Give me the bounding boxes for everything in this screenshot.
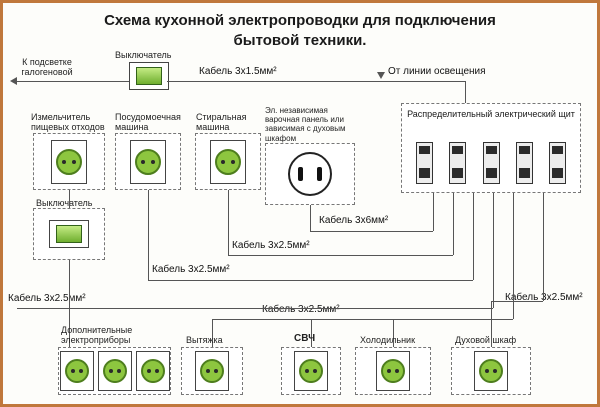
- circuit-breaker-icon: [449, 142, 467, 184]
- power-socket-icon: [59, 351, 94, 391]
- socket-face: [135, 148, 161, 175]
- grinder-label: Измельчитель пищевых отходов: [31, 112, 105, 133]
- hob-socket-icon: [288, 152, 332, 196]
- socket-face: [299, 359, 323, 383]
- wire: [491, 301, 543, 302]
- switch1-label: Выключатель: [115, 50, 172, 60]
- socket-face: [56, 148, 82, 175]
- power-socket-icon: [195, 351, 229, 391]
- hob-label: Эл. независимая варочная панель или зави…: [265, 106, 346, 143]
- diagram-title: Схема кухонной электропроводки для подкл…: [104, 12, 496, 50]
- circuit-breaker-icon: [482, 142, 500, 184]
- wire: [310, 205, 311, 232]
- wire: [228, 190, 229, 255]
- switch-key: [136, 67, 162, 85]
- cable-25-label: Кабель 3х2.5мм²: [8, 293, 86, 304]
- oven-box: [451, 347, 531, 395]
- grinder-box: [33, 133, 105, 190]
- wire: [491, 301, 492, 347]
- power-socket-icon: [51, 139, 87, 184]
- wire: [465, 81, 466, 103]
- wire: [212, 319, 213, 347]
- cable-25-label: Кабель 3х2.5мм²: [232, 240, 310, 251]
- hood-box: [181, 347, 243, 395]
- distribution-panel: Распределительный электрический щит: [401, 103, 581, 193]
- wire: [148, 190, 149, 280]
- socket-face: [479, 359, 503, 383]
- switch-key: [56, 225, 82, 243]
- wire: [148, 280, 473, 281]
- dishwasher-label: Посудомоечная машина: [115, 112, 181, 133]
- switch2-label: Выключатель: [36, 198, 93, 208]
- arrow-left-icon: [10, 77, 17, 85]
- power-socket-icon: [130, 139, 166, 184]
- power-socket-icon: [210, 139, 246, 184]
- wire: [17, 81, 129, 82]
- arrow-down-icon: [377, 72, 385, 79]
- wire: [493, 193, 494, 308]
- wire: [17, 308, 493, 309]
- switch-icon: [129, 62, 169, 90]
- power-socket-icon: [135, 351, 170, 391]
- wire: [69, 190, 70, 208]
- additional-appliances-box: [58, 347, 171, 395]
- circuit-breaker-icon: [549, 142, 566, 184]
- microwave-label: СВЧ: [294, 333, 316, 344]
- wire: [310, 231, 433, 232]
- socket-face: [200, 359, 224, 383]
- dishwasher-box: [115, 133, 181, 190]
- circuit-breaker-icon: [416, 142, 433, 184]
- cable-15-label: Кабель 3х1.5мм²: [199, 66, 277, 77]
- distribution-panel-label: Распределительный электрический щит: [407, 109, 575, 119]
- power-socket-icon: [97, 351, 132, 391]
- additional-appliances-label: Дополнительные электроприборы: [61, 325, 133, 346]
- halogen-label: К подсветке галогеновой: [21, 57, 73, 78]
- socket-face: [140, 359, 165, 383]
- circuit-breaker-icon: [515, 142, 533, 184]
- cable-25-label: Кабель 3х2.5мм²: [262, 304, 340, 315]
- socket-face: [102, 359, 127, 383]
- wire: [433, 193, 434, 231]
- power-socket-icon: [474, 351, 508, 391]
- socket-face: [381, 359, 405, 383]
- socket-face: [64, 359, 89, 383]
- wire: [212, 319, 513, 320]
- microwave-box: [281, 347, 341, 395]
- hood-label: Вытяжка: [186, 335, 223, 345]
- fridge-box: [355, 347, 431, 395]
- cable-25-label: Кабель 3х2.5мм²: [152, 264, 230, 275]
- washer-box: [195, 133, 261, 190]
- wire: [311, 319, 312, 347]
- socket-face: [215, 148, 241, 175]
- switch-icon: [49, 220, 89, 248]
- wire: [473, 193, 474, 280]
- wire: [543, 193, 544, 301]
- washer-label: Стиральная машина: [196, 112, 247, 133]
- power-socket-icon: [294, 351, 328, 391]
- wire: [69, 260, 70, 347]
- wire: [167, 81, 465, 82]
- oven-label: Духовой шкаф: [455, 335, 517, 345]
- hob-box: [265, 143, 355, 205]
- switch2-box: [33, 208, 105, 260]
- power-socket-icon: [376, 351, 410, 391]
- wire: [453, 193, 454, 255]
- wire: [393, 319, 394, 347]
- fridge-label: Холодильник: [360, 335, 416, 345]
- breaker-row: [416, 142, 566, 184]
- from-lighting-label: От линии освещения: [388, 66, 486, 77]
- wire: [513, 193, 514, 319]
- wire: [228, 255, 453, 256]
- cable-6-label: Кабель 3х6мм²: [319, 215, 389, 226]
